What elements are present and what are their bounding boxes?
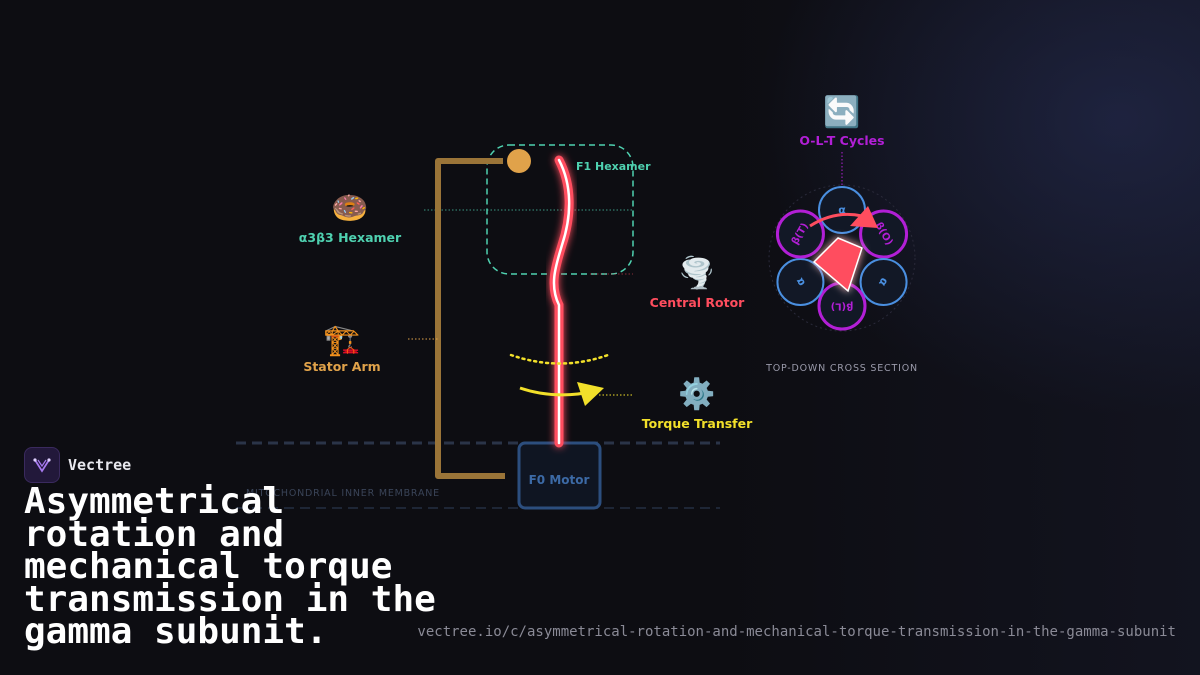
rotation-arc-dotted <box>509 353 610 365</box>
vectree-logo-icon <box>24 447 60 483</box>
subunit-alpha-2 <box>859 258 908 306</box>
cycle-arrowhead <box>850 206 878 228</box>
page-url[interactable]: vectree.io/c/asymmetrical-rotation-and-m… <box>417 624 1176 640</box>
gamma-cross-section <box>812 237 863 293</box>
subunit-alpha-4 <box>776 258 825 306</box>
cross-section-subunits: αβ(O)αβ(L)αβ(T) <box>775 186 909 331</box>
brand-name: Vectree <box>68 456 132 474</box>
cross-section-label: TOP-DOWN CROSS SECTION <box>765 363 918 374</box>
f0-motor-label: F0 Motor <box>529 473 590 487</box>
hexamer-icon: 🍩 <box>331 191 368 226</box>
stator-icon: 🏗️ <box>323 323 360 358</box>
rotation-arrowhead <box>577 382 604 406</box>
cycle-arrow <box>809 212 863 228</box>
stator-label: Stator Arm <box>303 359 380 374</box>
cross-section-outline <box>768 184 916 332</box>
subunit-label-3: β(L) <box>831 301 854 312</box>
page-title: Asymmetrical rotation and mechanical tor… <box>24 481 436 652</box>
stator-arm <box>435 158 505 479</box>
cycles-label: O-L-T Cycles <box>799 133 884 148</box>
f1-hexamer-label: F1 Hexamer <box>576 160 651 173</box>
central-rotor-core <box>552 158 571 445</box>
brand: Vectree <box>24 447 131 483</box>
stator-knob <box>507 149 531 173</box>
torque-label: Torque Transfer <box>642 416 753 431</box>
hexamer-label: α3β3 Hexamer <box>299 230 402 245</box>
subunit-label-0: α <box>838 204 846 217</box>
cycles-icon: 🔄 <box>823 94 860 130</box>
rotor-icon: 🌪️ <box>678 254 715 291</box>
torque-icon: ⚙️ <box>678 376 715 412</box>
membrane-label: MITOCHONDRIAL INNER MEMBRANE <box>246 488 440 499</box>
subunit-beta-5 <box>775 209 825 259</box>
rotor-label: Central Rotor <box>650 295 746 310</box>
